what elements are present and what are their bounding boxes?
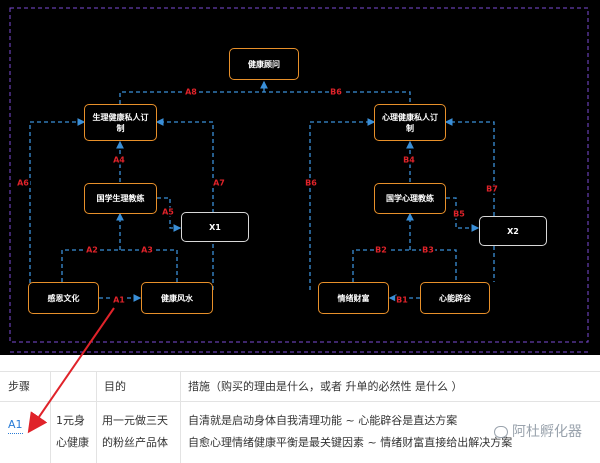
frame-border: [9, 7, 589, 343]
row-col4-line2: 自愈心理情绪健康平衡是最关键因素 ~ 情绪财富直接给出解决方案: [188, 436, 513, 449]
node-gratitude-culture: 感恩文化: [28, 282, 99, 314]
header-step: 步骤: [8, 380, 30, 393]
header-purpose: 目的: [104, 380, 126, 393]
flow-diagram: 健康顾问 生理健康私人订 制 心理健康私人订 制 国学生理教练 国学心理教练 X…: [0, 0, 600, 355]
diagram-connectors: [9, 7, 589, 353]
table-col-sep-3: [180, 371, 181, 463]
node-health-fengshui: 健康风水: [141, 282, 213, 314]
table-col-sep-1: [50, 371, 51, 463]
wechat-icon: [494, 426, 508, 438]
edge-a6: [29, 118, 86, 290]
node-mental-plan: 心理健康私人订 制: [374, 104, 446, 141]
label-b2: B2: [374, 245, 388, 255]
node-mind-fasting: 心能辟谷: [420, 282, 490, 314]
row-step: A1: [8, 417, 23, 434]
row-col3-line2: 的粉丝产品体: [102, 436, 168, 449]
label-b6-top: B6: [329, 87, 343, 97]
edge-a2-a3: [61, 249, 178, 282]
table-line-top: [0, 371, 600, 372]
row-col2-line2: 心健康: [56, 436, 89, 449]
label-a8: A8: [184, 87, 198, 97]
label-b5: B5: [452, 209, 466, 219]
label-b4: B4: [402, 155, 416, 165]
label-b7: B7: [485, 184, 499, 194]
row-col3-line1: 用一元做三天: [102, 414, 168, 427]
node-mental-coach: 国学心理教练: [374, 183, 446, 214]
edge-b7: [444, 118, 495, 216]
edge-top-bus: [119, 91, 411, 104]
header-measures: 措施（购买的理由是什么，或者 升单的必然性 是什么 ）: [188, 380, 463, 393]
node-emotional-wealth: 情绪财富: [318, 282, 389, 314]
edge-b6: [309, 118, 376, 290]
label-a3: A3: [140, 245, 154, 255]
label-a5: A5: [161, 207, 175, 217]
label-b3: B3: [421, 245, 435, 255]
label-a2: A2: [85, 245, 99, 255]
table-col-sep-2: [96, 371, 97, 463]
edge-b2-b3: [352, 249, 457, 282]
node-physical-plan: 生理健康私人订 制: [84, 104, 157, 141]
label-a6: A6: [16, 178, 30, 188]
steps-table: 步骤 目的 措施（购买的理由是什么，或者 升单的必然性 是什么 ） A1 1元身…: [0, 355, 600, 463]
node-x2: X2: [479, 216, 547, 246]
label-a7: A7: [212, 178, 226, 188]
label-a1: A1: [112, 295, 126, 305]
node-health-advisor: 健康顾问: [229, 48, 299, 80]
watermark: 阿杜孵化器: [494, 421, 582, 441]
node-x1: X1: [181, 212, 249, 242]
label-b1: B1: [395, 295, 409, 305]
watermark-text: 阿杜孵化器: [512, 424, 582, 440]
row-col4-line1: 自清就是启动身体自我清理功能 ~ 心能辟谷是直达方案: [188, 414, 458, 427]
label-a4: A4: [112, 155, 126, 165]
label-b6: B6: [304, 178, 318, 188]
edge-a7: [155, 118, 214, 290]
node-physical-coach: 国学生理教练: [84, 183, 157, 214]
table-line-header: [0, 401, 600, 402]
row-col2-line1: 1元身: [56, 414, 85, 427]
